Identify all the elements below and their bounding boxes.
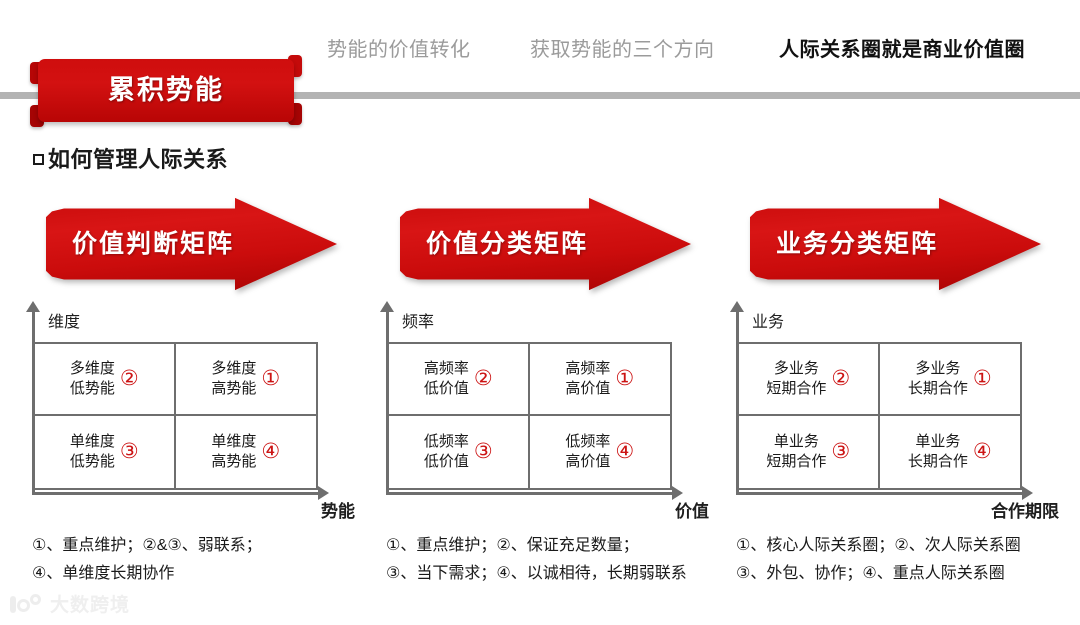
nav-item-2-active[interactable]: 人际关系圈就是商业价值圈 [779,39,1025,61]
arrow-banner-1: 价值分类矩阵 [394,196,694,292]
matrix-cell[interactable]: 低频率 高价值 ④ [530,416,671,488]
x-axis-line-0 [32,492,322,495]
matrix-cell[interactable]: 高频率 高价值 ① [529,344,670,416]
cell-number-badge: ① [615,367,635,390]
matrix-grid-2: 多业务 短期合作 ② 多业务 长期合作 ① 单业务 短期合作 ③ 单业务 长期合… [737,342,1022,490]
arrow-banner-label-0: 价值判断矩阵 [71,230,234,258]
cell-text: 低频率 高价值 [565,433,611,470]
matrix-caption-1: ①、重点维护；②、保证充足数量； ③、当下需求；④、以诚相待，长期弱联系 [386,532,726,588]
cell-number-badge: ③ [119,440,139,463]
arrow-banner-0: 价值判断矩阵 [40,196,340,292]
x-axis-line-2 [736,492,1026,495]
matrix-column-2: 业务分类矩阵 业务 合作期限 多业务 短期合作 ② 多业务 长期合作 ① 单业务… [722,196,1074,588]
brand-logo-icon [10,593,44,615]
matrix-chart-2: 业务 合作期限 多业务 短期合作 ② 多业务 长期合作 ① 单业务 短期合作 ③… [722,300,1067,521]
cell-text: 单维度 低势能 [69,433,115,470]
y-axis-label-1: 频率 [402,314,435,331]
horizontal-divider [0,92,1080,99]
x-axis-arrow-icon-1 [672,486,683,500]
arrow-banner-2: 业务分类矩阵 [744,196,1044,292]
matrix-chart-0: 维度 势能 多维度 低势能 ② 多维度 高势能 ① 单维度 低势能 ③ 单维度 … [18,300,363,521]
caption-line: ③、外包、协作；④、重点人际关系圈 [736,565,1005,582]
matrix-cell[interactable]: 单维度 高势能 ④ [176,416,317,488]
y-axis-arrow-icon-1 [380,301,394,312]
matrix-cell[interactable]: 低频率 低价值 ③ [389,416,530,488]
ribbon-title-text: 累积势能 [108,75,224,105]
y-axis-arrow-icon-0 [26,301,40,312]
watermark-text: 大数跨境 [50,595,131,616]
cell-number-badge: ④ [615,440,635,463]
matrix-cell[interactable]: 多业务 长期合作 ① [879,344,1020,416]
watermark: 大数跨境 [10,590,130,617]
cell-text: 单业务 短期合作 [766,433,827,470]
ribbon-body [38,59,294,122]
cell-text: 高频率 低价值 [423,360,469,397]
subtitle: 如何管理人际关系 [33,142,228,174]
cell-text: 单业务 长期合作 [907,433,968,470]
cell-number-badge: ④ [261,440,281,463]
cell-number-badge: ④ [972,440,992,463]
matrix-chart-1: 频率 价值 高频率 低价值 ② 高频率 高价值 ① 低频率 低价值 ③ 低频率 … [372,300,717,521]
matrix-grid-1: 高频率 低价值 ② 高频率 高价值 ① 低频率 低价值 ③ 低频率 高价值 ④ [387,342,672,490]
cell-number-badge: ② [831,367,851,390]
nav-item-0[interactable]: 势能的价值转化 [327,39,471,61]
caption-line: ④、单维度长期协作 [32,565,175,582]
matrix-cell[interactable]: 多业务 短期合作 ② [739,344,880,416]
caption-line: ③、当下需求；④、以诚相待，长期弱联系 [386,565,687,582]
matrix-cell[interactable]: 单业务 短期合作 ③ [739,416,880,488]
y-axis-arrow-icon-2 [730,301,744,312]
x-axis-arrow-icon-2 [1022,486,1033,500]
cell-text: 多维度 高势能 [211,360,257,397]
x-axis-line-1 [386,492,676,495]
cell-number-badge: ① [972,367,992,390]
matrix-cell[interactable]: 多维度 高势能 ① [175,344,316,416]
cell-number-badge: ② [473,367,493,390]
matrix-caption-2: ①、核心人际关系圈；②、次人际关系圈 ③、外包、协作；④、重点人际关系圈 [736,532,1076,588]
cell-text: 多业务 短期合作 [766,360,827,397]
subtitle-text: 如何管理人际关系 [48,147,229,172]
caption-line: ①、核心人际关系圈；②、次人际关系圈 [736,537,1021,554]
cell-text: 单维度 高势能 [211,433,257,470]
caption-line: ①、重点维护；②、保证充足数量； [386,537,639,554]
caption-line: ①、重点维护；②&③、弱联系； [32,537,262,554]
matrix-column-0: 价值判断矩阵 维度 势能 多维度 低势能 ② 多维度 高势能 ① 单维度 低势能 [18,196,370,588]
matrix-cell[interactable]: 多维度 低势能 ② [35,344,176,416]
cell-number-badge: ③ [831,440,851,463]
matrix-grid-0: 多维度 低势能 ② 多维度 高势能 ① 单维度 低势能 ③ 单维度 高势能 ④ [33,342,318,490]
cell-text: 低频率 低价值 [423,433,469,470]
x-axis-arrow-icon-0 [318,486,329,500]
section-title-ribbon: 累积势能 [30,55,302,127]
matrix-cell[interactable]: 单维度 低势能 ③ [35,416,176,488]
arrow-banner-label-2: 业务分类矩阵 [775,230,938,258]
matrix-cell[interactable]: 单业务 长期合作 ④ [880,416,1021,488]
nav-item-1[interactable]: 获取势能的三个方向 [530,39,715,61]
y-axis-label-2: 业务 [752,314,785,331]
x-axis-label-0: 势能 [321,502,355,521]
cell-text: 多维度 低势能 [69,360,115,397]
cell-number-badge: ① [261,367,281,390]
x-axis-label-2: 合作期限 [991,502,1059,521]
x-axis-label-1: 价值 [675,502,709,521]
top-nav: 势能的价值转化 获取势能的三个方向 人际关系圈就是商业价值圈 [0,35,1080,69]
cell-text: 高频率 高价值 [565,360,611,397]
cell-text: 多业务 长期合作 [907,360,968,397]
matrix-cell[interactable]: 高频率 低价值 ② [389,344,530,416]
cell-number-badge: ③ [473,440,493,463]
matrix-column-1: 价值分类矩阵 频率 价值 高频率 低价值 ② 高频率 高价值 ① 低频率 低价值 [372,196,724,588]
cell-number-badge: ② [119,367,139,390]
square-bullet-icon [33,154,44,165]
y-axis-label-0: 维度 [48,314,81,331]
arrow-banner-label-1: 价值分类矩阵 [425,230,588,258]
matrix-caption-0: ①、重点维护；②&③、弱联系； ④、单维度长期协作 [32,532,372,588]
